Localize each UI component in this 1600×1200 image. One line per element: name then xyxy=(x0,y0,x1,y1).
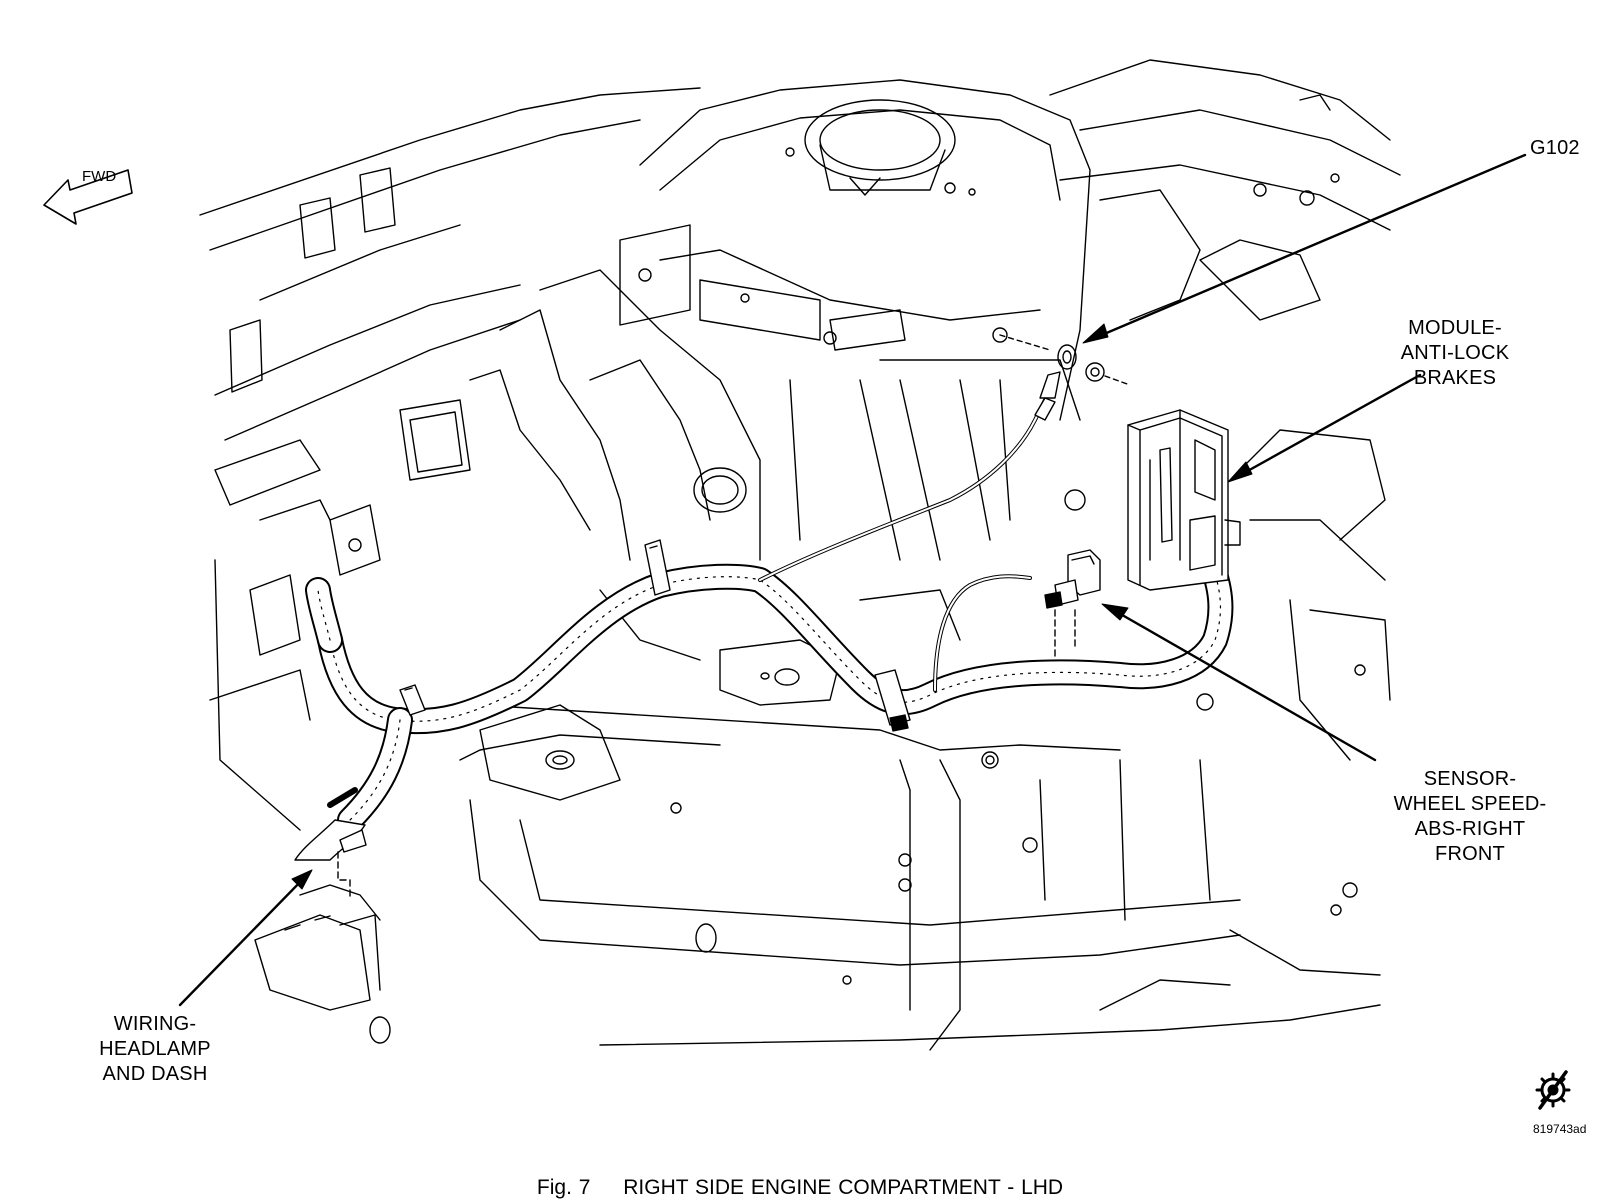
leader-lines xyxy=(178,153,1527,1007)
crossed-gear-icon xyxy=(1535,1070,1571,1110)
sensor-label-line-4: FRONT xyxy=(1435,843,1505,865)
sensor-label-line-1: SENSOR- xyxy=(1423,768,1517,790)
arrowheads xyxy=(291,323,1253,890)
figure-title: RIGHT SIDE ENGINE COMPARTMENT - LHD xyxy=(623,1176,1064,1199)
reference-code: 819743ad xyxy=(1533,1122,1587,1136)
wiring-label-line-2: HEADLAMP xyxy=(99,1038,211,1060)
g102-label: G102 xyxy=(1530,136,1580,161)
abs-module-label-line-3: BRAKES xyxy=(1413,367,1497,389)
abs-module-label: MODULE- ANTI-LOCK BRAKES xyxy=(1375,316,1535,391)
figure-number: Fig. 7 xyxy=(536,1176,591,1199)
wiring-harness-label: WIRING- HEADLAMP AND DASH xyxy=(80,1012,230,1087)
wheel-speed-sensor-label: SENSOR- WHEEL SPEED- ABS-RIGHT FRONT xyxy=(1370,767,1570,867)
wiring-harness xyxy=(294,398,1234,901)
sensor-label-line-3: ABS-RIGHT xyxy=(1414,818,1526,840)
sensor-label-line-2: WHEEL SPEED- xyxy=(1393,793,1547,815)
wiring-label-line-1: WIRING- xyxy=(113,1013,197,1035)
g102-ground xyxy=(999,334,1131,421)
wheel-speed-sensor-connector xyxy=(1044,549,1101,661)
body-structure xyxy=(199,59,1401,1051)
g102-label-text: G102 xyxy=(1530,137,1580,159)
abs-module xyxy=(1127,409,1241,591)
fwd-indicator-text: FWD xyxy=(82,168,117,185)
fwd-arrow-icon xyxy=(43,169,133,225)
wiring-label-line-3: AND DASH xyxy=(102,1063,208,1085)
abs-module-label-line-2: ANTI-LOCK xyxy=(1400,342,1510,364)
abs-module-label-line-1: MODULE- xyxy=(1408,317,1502,339)
figure-caption: Fig. 7 RIGHT SIDE ENGINE COMPARTMENT - L… xyxy=(0,1176,1600,1200)
